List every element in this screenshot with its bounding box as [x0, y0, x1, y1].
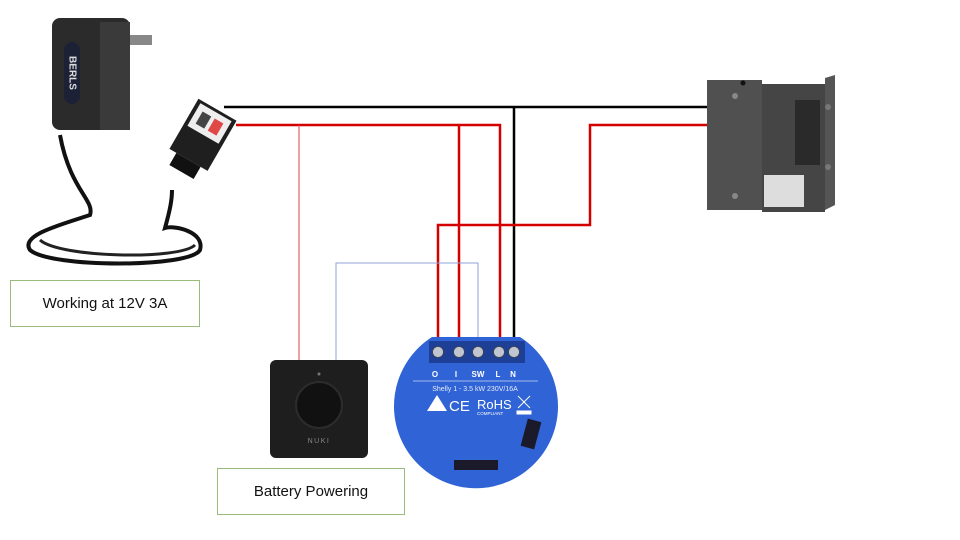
- power-supply-label: Working at 12V 3A: [10, 280, 200, 327]
- terminal-label-i: I: [455, 370, 457, 379]
- terminal-label-l: L: [496, 370, 501, 379]
- electric-strike-image: [707, 75, 835, 212]
- terminal-label-n: N: [510, 370, 516, 379]
- ce-mark: CE: [449, 398, 470, 415]
- lock-wire-to-shelly-o: [436, 123, 715, 346]
- nuki-device-image: NUKI: [270, 360, 368, 458]
- rohs-compliant-text: COMPLIANT: [477, 411, 504, 416]
- shelly-relay-image: O I SW L N Shelly 1 - 3.5 kW 230V/16A CE…: [394, 337, 558, 489]
- terminal-label-sw: SW: [472, 370, 485, 379]
- power-supply-brand: BERLS: [66, 56, 77, 90]
- shelly-model-text: Shelly 1 - 3.5 kW 230V/16A: [432, 386, 518, 393]
- terminal-label-o: O: [432, 370, 438, 379]
- nuki-switch-wire: [335, 262, 479, 362]
- positive-wire-main: [236, 123, 502, 346]
- wires: [224, 105, 715, 362]
- power-supply-image: BERLS: [26, 18, 237, 266]
- nuki-label: Battery Powering: [217, 468, 405, 515]
- weee-bin-icon: [516, 395, 532, 415]
- nuki-brand: NUKI: [308, 438, 331, 445]
- high-voltage-icon: [427, 395, 447, 411]
- rohs-mark: RoHS: [477, 397, 512, 412]
